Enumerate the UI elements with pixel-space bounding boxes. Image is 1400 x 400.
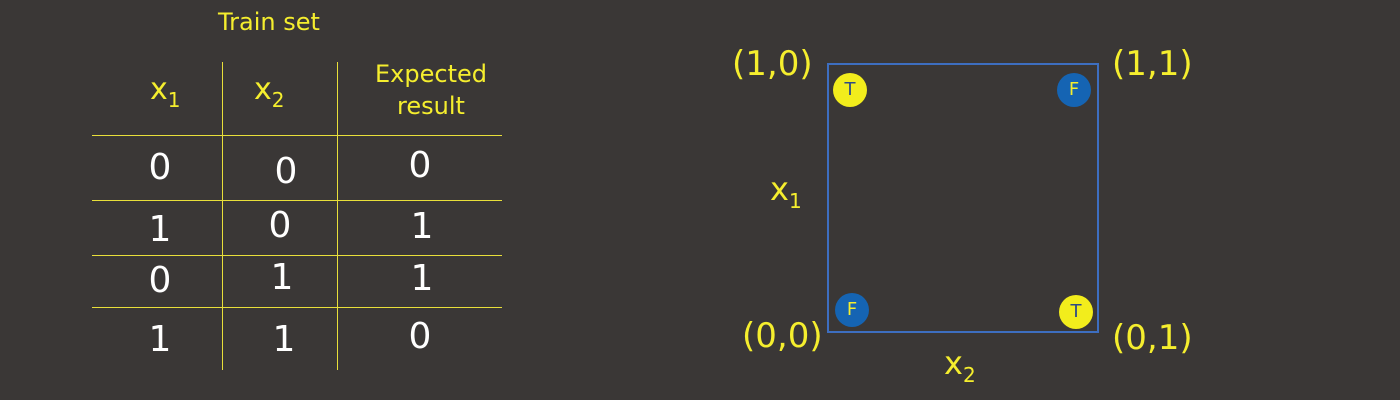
point-true-top-left: T	[833, 73, 867, 107]
table-row-divider	[92, 307, 502, 308]
unit-square	[827, 63, 1099, 333]
cell-x2: 1	[270, 257, 294, 298]
cell-x2: 0	[274, 151, 298, 192]
corner-label-top-right: (1,1)	[1112, 44, 1193, 84]
table-header-divider	[92, 135, 502, 136]
cell-result: 0	[408, 316, 432, 357]
point-false-top-right: F	[1057, 73, 1091, 107]
cell-result: 1	[410, 206, 434, 247]
point-false-bottom-left: F	[835, 293, 869, 327]
point-true-bottom-right: T	[1059, 295, 1093, 329]
axis-label-x1: x1	[770, 170, 802, 213]
axis-label-x2: x2	[944, 344, 976, 387]
header-expected-result: Expected result	[375, 60, 487, 120]
cell-result: 1	[410, 258, 434, 299]
cell-x1: 1	[148, 319, 172, 360]
cell-x1: 1	[148, 209, 172, 250]
cell-result: 0	[408, 145, 432, 186]
table-column-divider	[222, 62, 223, 370]
corner-label-top-left: (1,0)	[732, 44, 813, 84]
table-row-divider	[92, 255, 502, 256]
cell-x1: 0	[148, 260, 172, 301]
header-x1: x1	[150, 72, 181, 112]
corner-label-bottom-right: (0,1)	[1112, 318, 1193, 358]
table-row-divider	[92, 200, 502, 201]
cell-x2: 1	[272, 319, 296, 360]
corner-label-bottom-left: (0,0)	[742, 316, 823, 356]
cell-x2: 0	[268, 205, 292, 246]
table-column-divider	[337, 62, 338, 370]
cell-x1: 0	[148, 147, 172, 188]
table-title: Train set	[218, 8, 320, 36]
header-x2: x2	[254, 72, 285, 112]
